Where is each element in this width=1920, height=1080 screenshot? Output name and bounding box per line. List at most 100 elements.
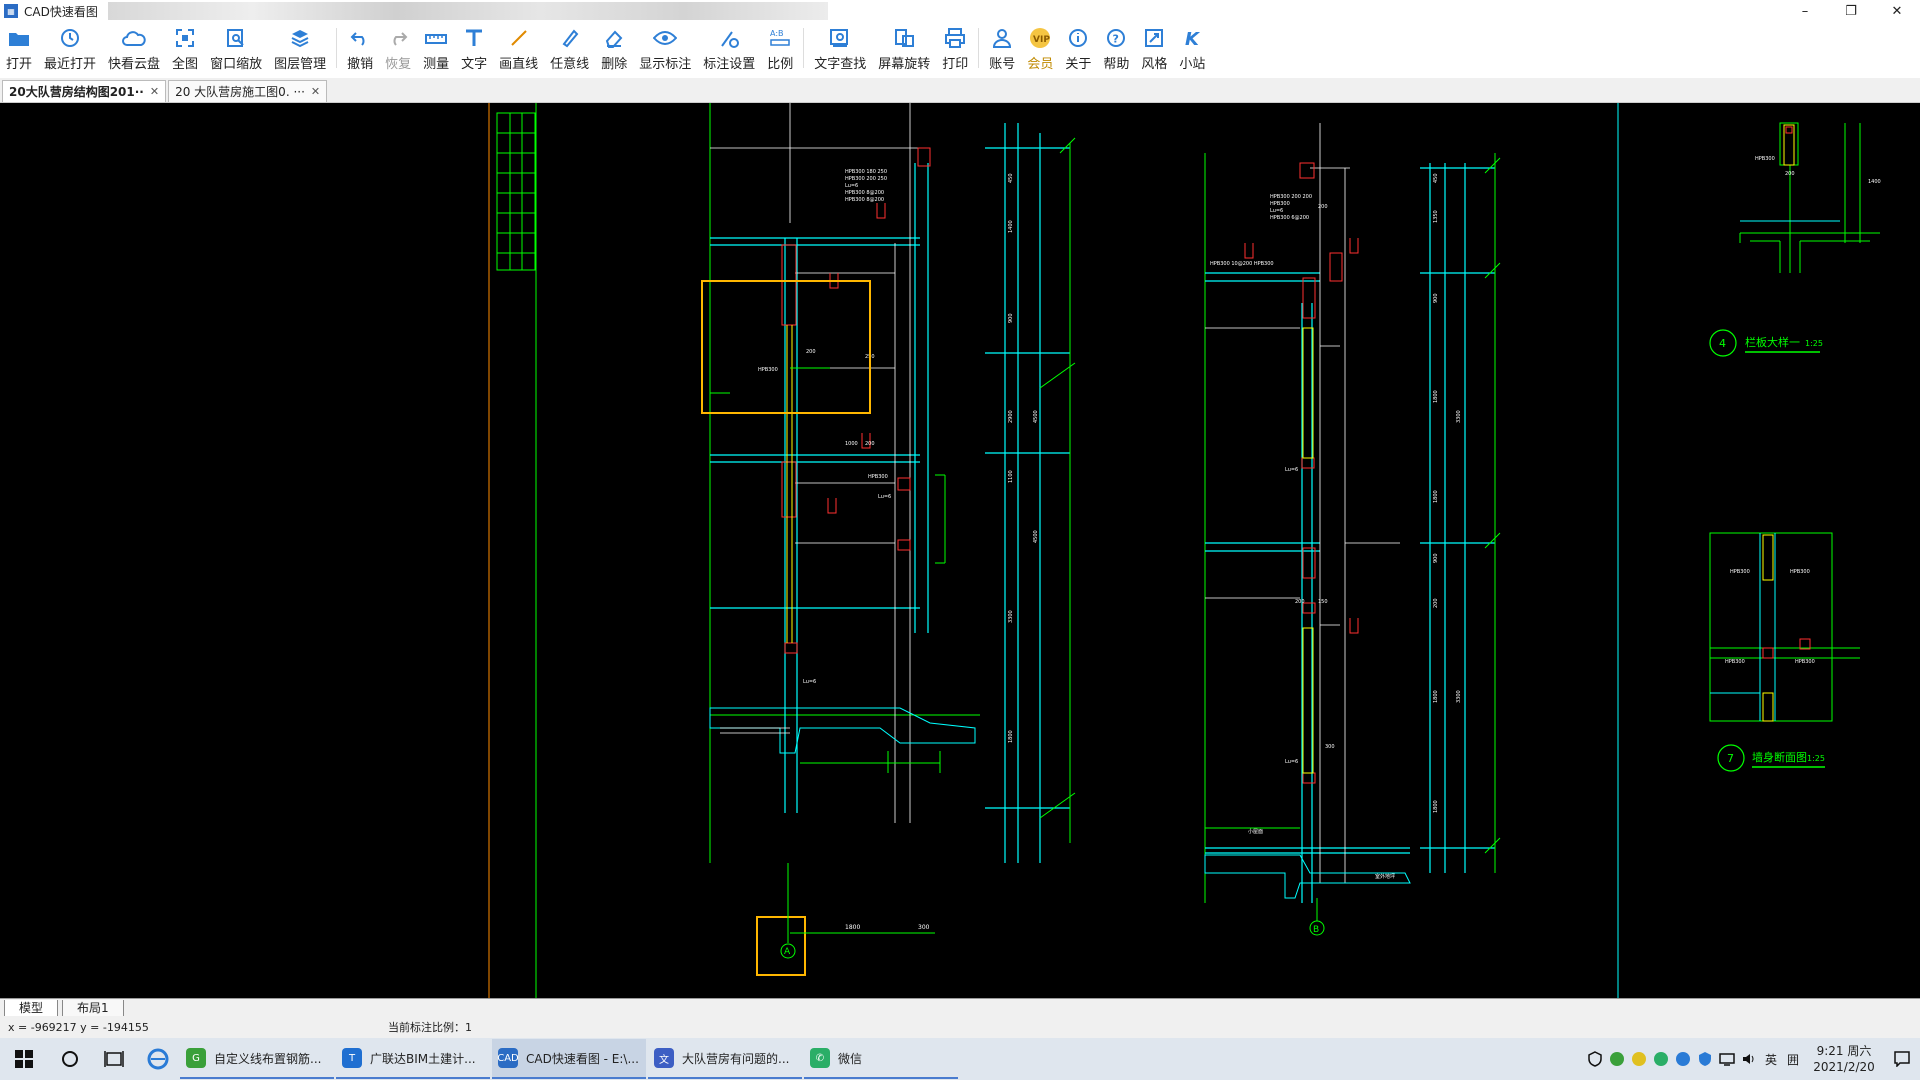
svg-text:小屋面: 小屋面	[1248, 828, 1263, 835]
recent-button[interactable]: 最近打开	[38, 24, 102, 74]
layout-tab-model[interactable]: 模型	[4, 999, 59, 1017]
clock-time: 9:21 周六	[1816, 1044, 1872, 1058]
notification-button[interactable]	[1884, 1038, 1920, 1080]
undo-button[interactable]: 撤销	[341, 24, 379, 74]
svg-text:HPB300 6@200: HPB300 6@200	[1270, 215, 1309, 221]
glodon-tray-icon[interactable]	[1606, 1048, 1628, 1070]
search-circle-icon	[62, 1051, 78, 1067]
help-button[interactable]: ? 帮助	[1097, 24, 1135, 74]
svg-text:HPB300 8@200: HPB300 8@200	[845, 190, 884, 196]
taskbar-app-doc[interactable]: 文 大队营房有问题的...	[648, 1039, 802, 1079]
taskbar-app-bim[interactable]: T 广联达BIM土建计...	[336, 1039, 490, 1079]
svg-text:300: 300	[1325, 744, 1335, 750]
vip-button[interactable]: VIP 会员	[1021, 24, 1059, 74]
shield-tray-icon[interactable]	[1694, 1048, 1716, 1070]
site-k-icon: K	[1180, 27, 1204, 49]
windows-taskbar: G 自定义线布置钢筋... T 广联达BIM土建计... CAD CAD快速看图…	[0, 1038, 1920, 1080]
rotate-button[interactable]: 屏幕旋转	[872, 24, 936, 74]
style-icon	[1142, 27, 1166, 49]
svg-text:Lu=6: Lu=6	[845, 183, 858, 189]
layout-tab-layout1[interactable]: 布局1	[62, 999, 124, 1017]
ime-language[interactable]: 英	[1764, 1052, 1777, 1067]
vip-icon: VIP	[1028, 27, 1052, 49]
start-button[interactable]	[0, 1038, 48, 1080]
task-view-button[interactable]	[92, 1038, 136, 1080]
print-button[interactable]: 打印	[936, 24, 974, 74]
text-search-button[interactable]: 文字查找	[808, 24, 872, 74]
wechat-icon: ✆	[810, 1048, 830, 1068]
measure-button[interactable]: 测量	[417, 24, 455, 74]
highlight-box	[701, 280, 871, 414]
toolbar-separator	[978, 28, 980, 68]
site-button[interactable]: K 小站	[1179, 27, 1206, 72]
search-button[interactable]	[48, 1038, 92, 1080]
clock[interactable]: 9:21 周六 2021/2/20	[1804, 1043, 1884, 1075]
undo-icon	[348, 27, 372, 49]
open-button[interactable]: 打开	[0, 24, 38, 74]
svg-text:HPB300 180 250: HPB300 180 250	[845, 169, 887, 175]
svg-text:200: 200	[1785, 171, 1795, 177]
cloud-icon	[122, 27, 146, 49]
taskbar-app-cad[interactable]: CAD CAD快速看图 - E:\...	[492, 1039, 646, 1079]
show-dim-button[interactable]: 显示标注	[633, 24, 697, 74]
glodon-green-icon: G	[186, 1048, 206, 1068]
app-logo-icon: ▦	[4, 4, 18, 18]
pen-icon	[558, 27, 582, 49]
svg-text:450: 450	[1008, 173, 1014, 183]
svg-text:?: ?	[1113, 33, 1119, 46]
about-button[interactable]: 关于	[1059, 24, 1097, 74]
erase-button[interactable]: 删除	[595, 24, 633, 74]
text-button[interactable]: 文字	[455, 24, 493, 74]
doc-tab-structure[interactable]: 20大队营房结构图201·· ✕	[2, 80, 167, 102]
svg-text:A:B: A:B	[770, 29, 784, 38]
close-tab-icon[interactable]: ✕	[149, 85, 160, 98]
svg-text:HPB300 200 200: HPB300 200 200	[1270, 194, 1312, 200]
detail-4-number: 4	[1719, 337, 1726, 350]
taskbar-app-rebar[interactable]: G 自定义线布置钢筋...	[180, 1039, 334, 1079]
current-scale-text: 当前标注比例：1	[388, 1021, 472, 1034]
cloud-button[interactable]: 快看云盘	[102, 24, 166, 74]
svg-text:HPB300: HPB300	[1790, 569, 1810, 575]
svg-text:HPB300: HPB300	[1795, 659, 1815, 665]
close-tab-icon[interactable]: ✕	[310, 85, 321, 98]
svg-text:1800: 1800	[1433, 800, 1439, 813]
redo-button[interactable]: 恢复	[379, 24, 417, 74]
axis-label-b: B	[1313, 925, 1319, 935]
toolbar-separator	[803, 28, 805, 68]
history-icon	[58, 27, 82, 49]
text-icon	[462, 27, 486, 49]
window-zoom-button[interactable]: 窗口缩放	[204, 24, 268, 74]
svg-text:200: 200	[806, 349, 816, 355]
style-button[interactable]: 风格	[1135, 24, 1173, 74]
task-view-icon	[104, 1051, 124, 1067]
taskbar-app-wechat[interactable]: ✆ 微信	[804, 1039, 958, 1079]
volume-icon[interactable]	[1738, 1048, 1760, 1070]
eye-icon	[653, 27, 678, 49]
svg-text:Lu=6: Lu=6	[1285, 467, 1298, 473]
wechat-tray-icon[interactable]	[1650, 1048, 1672, 1070]
dim-settings-button[interactable]: 标注设置	[697, 24, 761, 74]
notification-icon	[1894, 1051, 1910, 1067]
freeline-button[interactable]: 任意线	[544, 24, 595, 74]
close-button[interactable]: ✕	[1891, 3, 1903, 19]
svg-text:450: 450	[1433, 173, 1439, 183]
minimize-button[interactable]: –	[1801, 3, 1809, 19]
blurred-title-area	[107, 2, 828, 20]
drawing-canvas[interactable]: HPB300 180 250 HPB300 200 250 Lu=6 HPB30…	[0, 103, 1920, 998]
security-shield-icon[interactable]	[1584, 1048, 1606, 1070]
account-button[interactable]: 账号	[983, 24, 1021, 74]
layers-button[interactable]: 图层管理	[268, 24, 332, 74]
detail-7-title: 墙身断面图	[1752, 750, 1807, 764]
ime-mode[interactable]: 囲	[1786, 1052, 1799, 1067]
fullview-button[interactable]: 全图	[166, 24, 204, 74]
window-title: CAD快速看图	[24, 4, 98, 19]
scale-button[interactable]: A:B 比例	[767, 29, 794, 72]
edge-button[interactable]	[136, 1038, 180, 1080]
yellow-tray-icon[interactable]	[1628, 1048, 1650, 1070]
network-icon[interactable]	[1716, 1048, 1738, 1070]
doc-tab-construction[interactable]: 20 大队营房施工图0. ··· ✕	[168, 80, 328, 102]
browser-tray-icon[interactable]	[1672, 1048, 1694, 1070]
svg-text:1800: 1800	[1433, 390, 1439, 403]
line-button[interactable]: 画直线	[493, 24, 544, 74]
restore-button[interactable]: ❐	[1845, 3, 1857, 19]
